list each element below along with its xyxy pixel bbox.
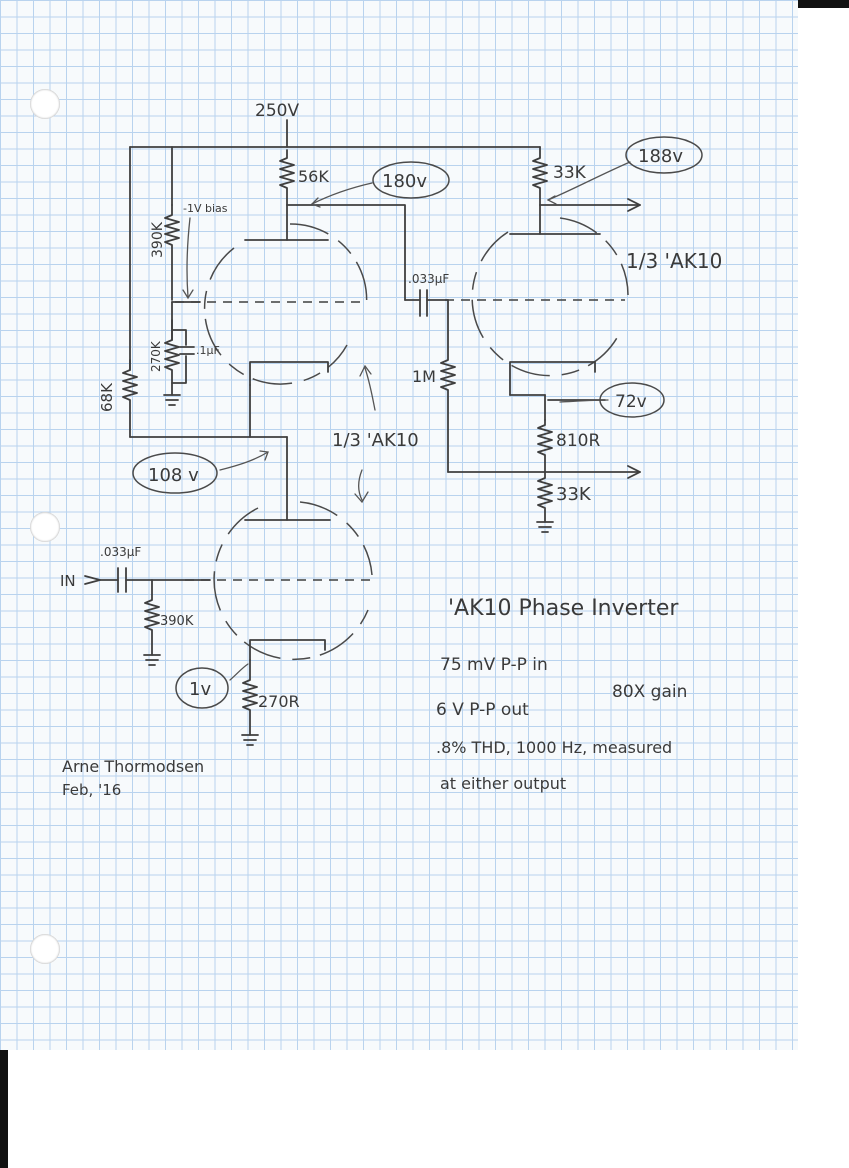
label-supply: 250V	[255, 101, 299, 121]
r-cath2a-symbol	[537, 419, 553, 473]
scan-edge-left	[0, 1050, 8, 1168]
r-plate1-symbol	[279, 149, 295, 206]
label-r-grid1: 390K	[160, 614, 194, 629]
notes-line4: at either output	[440, 774, 566, 793]
label-r-cath2b: 33K	[556, 484, 592, 505]
bubble-108v	[132, 452, 218, 494]
schematic-drawing: 250V 56K 180v 33K 188v -1V bias 390K 270…	[60, 101, 722, 799]
label-r-grid2: 1M	[412, 367, 436, 386]
r-cath2b-symbol	[537, 471, 553, 523]
label-v-plate1: 180v	[382, 171, 427, 192]
label-bias-note: -1V bias	[183, 202, 228, 215]
label-v-cathode2: 72v	[615, 392, 647, 412]
label-r-feedback: 68K	[98, 382, 116, 412]
label-in: IN	[60, 572, 76, 590]
binder-hole-middle	[30, 512, 60, 542]
notes-line2: 6 V P-P out	[436, 700, 529, 720]
label-r-bias-bot: 270K	[149, 340, 163, 372]
signature-name: Arne Thormodsen	[62, 757, 204, 776]
binder-hole-top	[30, 89, 60, 119]
label-tube-mid: 1/3 'AK10	[332, 430, 419, 451]
tube-lower	[185, 501, 373, 661]
bubble-180v	[372, 161, 450, 199]
label-c-bias: .1µF	[196, 344, 220, 357]
tube-right	[445, 204, 629, 396]
label-v-plate2: 188v	[638, 146, 683, 167]
r-grid1-symbol	[144, 579, 160, 656]
binder-hole-bottom	[30, 934, 60, 964]
r-cath1-symbol	[242, 659, 258, 736]
tube-upper	[175, 204, 368, 386]
scan-edge-top	[798, 0, 849, 8]
label-v-node: 108 v	[148, 465, 199, 486]
notes-line1: 75 mV P-P in	[440, 655, 548, 675]
notes-title: 'AK10 Phase Inverter	[448, 596, 679, 621]
r-feedback-symbol	[122, 359, 138, 438]
label-r-bias-top: 390K	[150, 221, 166, 258]
bubble-1v	[175, 667, 229, 709]
graph-paper-sheet: 250V 56K 180v 33K 188v -1V bias 390K 270…	[0, 0, 798, 1050]
r-bias-bot-symbol	[164, 319, 180, 396]
r-plate2-symbol	[532, 146, 548, 206]
label-r-cath1: 270R	[258, 692, 300, 711]
label-r-plate1: 56K	[298, 167, 329, 186]
r-bias-top-symbol	[164, 204, 180, 301]
label-c-in: .033µF	[100, 545, 141, 559]
bubble-72v	[599, 382, 665, 418]
label-c-couple: .033µF	[408, 272, 449, 286]
notes-line3: .8% THD, 1000 Hz, measured	[436, 738, 672, 757]
label-v-cathode1: 1v	[189, 679, 211, 700]
label-tube-upper: 1/3 'AK10	[626, 249, 722, 273]
notes-gain: 80X gain	[612, 682, 687, 702]
supply-rail	[129, 119, 541, 371]
r-grid2-symbol	[440, 299, 456, 473]
label-r-cath2a: 810R	[556, 431, 600, 451]
bubble-188v	[625, 136, 703, 174]
label-r-plate2: 33K	[553, 163, 587, 183]
signature-date: Feb, '16	[62, 781, 121, 799]
